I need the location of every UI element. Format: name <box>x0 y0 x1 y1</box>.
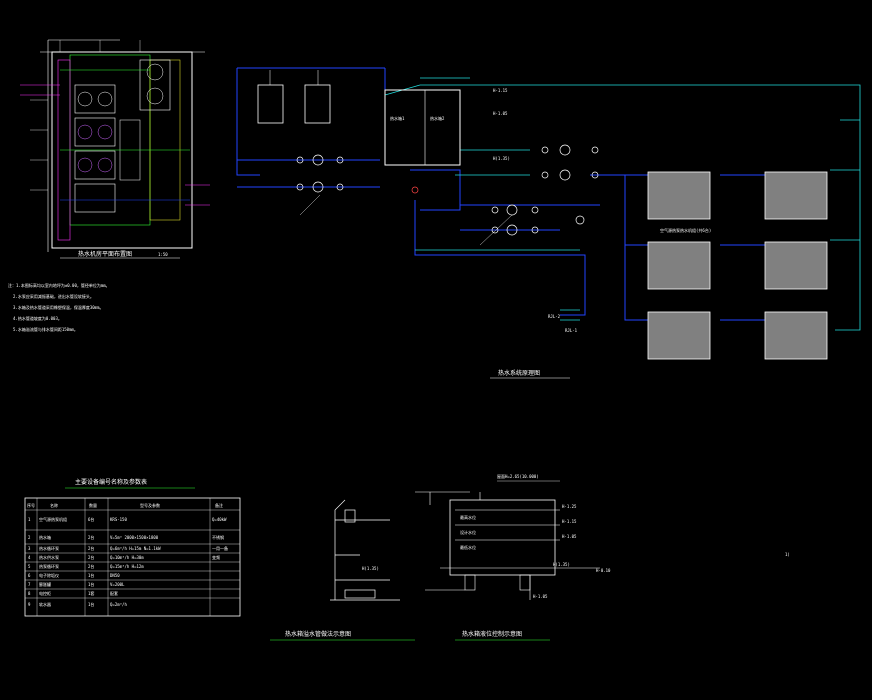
table-cell: 4 <box>28 555 31 560</box>
table-cell: 6台 <box>88 516 94 522</box>
table-cell: V=200L <box>110 582 125 587</box>
table-cell: Q=6m³/h H=15m N=1.1kW <box>110 546 161 551</box>
note-4: 4.热水管道坡度为0.003。 <box>13 315 62 321</box>
note-3: 3.水箱及热水管道采用橡塑保温，保温厚度30mm。 <box>13 304 103 310</box>
table-cell: 1台 <box>88 581 94 587</box>
table-cell: 1套 <box>88 590 94 596</box>
table-cell: Q=2m³/h <box>110 602 127 607</box>
section-top-label: 屋面H=2.65(10.000) <box>497 473 539 479</box>
table-cell: 2 <box>28 535 31 540</box>
table-cell: 1台 <box>88 572 94 578</box>
table-cell: Q=15m³/h H=12m <box>110 564 144 569</box>
heat-pump-units <box>647 171 828 360</box>
th-spec: 型号及参数 <box>140 502 160 508</box>
table-cell: 2台 <box>88 534 94 540</box>
heat-pump-unit <box>764 241 828 290</box>
pump-group-right <box>491 144 599 236</box>
table-cell: 2台 <box>88 563 94 569</box>
table-cell: 热水循环泵 <box>39 545 59 551</box>
table-cell: 6 <box>28 573 31 578</box>
plan-caption: 热水机房平面布置图 <box>78 250 132 258</box>
note-2: 2.水泵应采用减振基础，进出水管设软接头。 <box>13 293 94 299</box>
table-cell: V=5m³ 2000×1500×1800 <box>110 535 159 540</box>
plan-view: 热水机房平面布置图 1:50 <box>20 39 210 259</box>
return-label-2: RJL-1 <box>565 328 578 333</box>
notes-block: 注：1.本图标高均以室内地坪为±0.00，管径单位为mm。 2.水泵应采用减振基… <box>8 282 110 332</box>
main-hot-water-tank <box>384 89 461 166</box>
aux-tank-2 <box>304 84 331 124</box>
table-cell: 2台 <box>88 554 94 560</box>
sec-level-2: H-1.15 <box>562 519 577 524</box>
table-cell: 一用一备 <box>212 545 228 551</box>
return-label-1: RJL-2 <box>548 314 561 319</box>
table-cell: Q=10m³/h H=30m <box>110 555 144 560</box>
table-cell: 膨胀罐 <box>39 581 51 587</box>
note-5: 5.水箱溢流管与排水管间距150mm。 <box>13 326 78 332</box>
table-cell: DN50 <box>110 573 120 578</box>
th-no: 序号 <box>27 502 35 508</box>
table-cell: 空气源热泵机组 <box>39 516 67 522</box>
th-name: 名称 <box>50 502 58 508</box>
heat-pump-unit <box>764 311 828 360</box>
table-cell: 热泵循环泵 <box>39 563 59 569</box>
table-cell: KRS-150 <box>110 517 127 522</box>
table-cell: 不锈钢 <box>212 534 224 540</box>
heat-pump-unit <box>764 171 828 220</box>
heat-pump-unit <box>647 311 711 360</box>
level-control-caption: 热水箱液位控制示意图 <box>462 630 522 638</box>
equipment-table: 主要设备编号名称及参数表 序号 名称 数量 型号及参数 备注 1 空气源热泵机组 6… <box>24 478 241 617</box>
sec-level-3: H-1.05 <box>562 534 577 539</box>
table-title: 主要设备编号名称及参数表 <box>75 478 147 486</box>
table-cell: 3 <box>28 546 31 551</box>
overflow-level: H(1.35) <box>362 566 379 571</box>
level-label-2: H-1.05 <box>493 111 508 116</box>
plan-scale: 1:50 <box>158 252 168 257</box>
table-cell: 2台 <box>88 545 94 551</box>
sec-level-5: H-0.10 <box>596 568 611 573</box>
level-control-section: 屋面H=2.65(10.000) 最高水位 设计水位 最低水位 H-1.25 H… <box>415 473 611 641</box>
heat-pump-unit <box>647 241 711 290</box>
table-cell: 9 <box>28 602 31 607</box>
th-remark: 备注 <box>215 502 223 508</box>
collector-note: 空气源热泵热水机组(共6台) <box>660 227 711 233</box>
table-cell: 1 <box>28 517 31 522</box>
sec-level-6: H-1.05 <box>533 594 548 599</box>
table-cell: 软水器 <box>39 601 51 607</box>
table-cell: 电子除垢仪 <box>39 572 59 578</box>
sec-level-4: H(1.35) <box>553 562 570 567</box>
table-cell: 电控柜 <box>39 590 51 596</box>
table-cell: Q=40kW <box>212 517 227 522</box>
system-caption: 热水系统原理图 <box>498 369 540 377</box>
system-diagram: 热水箱1 热水箱2 H-1.15 H-1.05 H(1.35) RJL-2 RJ… <box>236 67 861 379</box>
inner-label-1: 最高水位 <box>460 514 476 520</box>
table-cell: 变频 <box>212 554 220 560</box>
table-cell: 7 <box>28 582 31 587</box>
th-qty: 数量 <box>89 502 97 508</box>
table-cell: 1台 <box>88 601 94 607</box>
page-mark: 1) <box>785 552 790 557</box>
table-cell: 配套 <box>110 590 118 596</box>
tank-label-1: 热水箱1 <box>390 115 405 121</box>
table-cell: 热水箱 <box>39 534 51 540</box>
inner-label-2: 设计水位 <box>460 529 476 535</box>
pump-group-left <box>296 154 344 193</box>
level-label-3: H(1.35) <box>493 156 510 161</box>
note-1: 注：1.本图标高均以室内地坪为±0.00，管径单位为mm。 <box>8 282 110 288</box>
plan-units <box>74 59 171 213</box>
aux-tank-1 <box>257 84 284 124</box>
heat-pump-unit <box>647 171 711 220</box>
overflow-section: H(1.35) 热水箱溢水管做法示意图 <box>270 499 415 641</box>
overflow-caption: 热水箱溢水管做法示意图 <box>285 630 351 638</box>
inner-label-3: 最低水位 <box>460 544 476 550</box>
sec-level-1: H-1.25 <box>562 504 577 509</box>
tank-label-2: 热水箱2 <box>430 115 445 121</box>
table-cell: 5 <box>28 564 31 569</box>
table-cell: 8 <box>28 591 31 596</box>
level-label-1: H-1.15 <box>493 88 508 93</box>
table-cell: 热水供水泵 <box>39 554 59 560</box>
